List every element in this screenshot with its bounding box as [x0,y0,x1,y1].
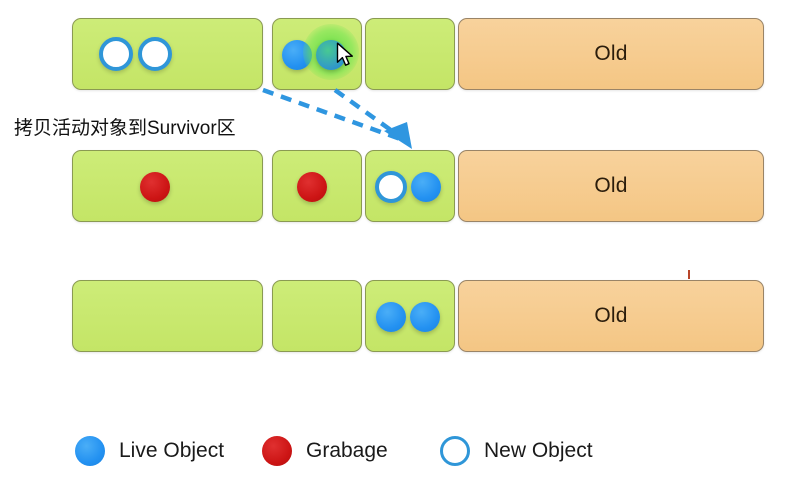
region-old-generation-row-after-copy: Old [458,150,764,222]
region-label-old: Old [594,42,628,65]
object-dot-live[interactable] [411,172,441,202]
copy-arrow-from-survivor [333,88,408,143]
tick-mark [688,270,690,279]
object-dot-new[interactable] [375,171,407,203]
caption-copy-live-objects-to-survivor: 拷贝活动对象到Survivor区 [14,118,236,139]
legend-garbage: Grabage [262,424,388,478]
object-dot-live[interactable] [410,302,440,332]
legend-swatch-live-icon [75,436,105,466]
object-dot-garbage[interactable] [140,172,170,202]
object-dot-garbage[interactable] [297,172,327,202]
object-dot-new[interactable] [138,37,172,71]
legend-new-object: New Object [440,424,593,478]
legend: Live Object Grabage New Object [0,424,798,478]
region-old-generation-row-after-sweep: Old [458,280,764,352]
legend-live-object: Live Object [75,424,224,478]
object-dot-new[interactable] [99,37,133,71]
object-dot-live[interactable] [316,40,346,70]
arrow-head-icon [384,122,412,149]
region-survivor-from-row-after-sweep [272,280,362,352]
region-eden-row-after-sweep [72,280,263,352]
object-dot-live[interactable] [376,302,406,332]
legend-label: Grabage [306,439,388,462]
legend-label: New Object [484,439,593,462]
legend-swatch-garbage-icon [262,436,292,466]
region-label-old: Old [594,174,628,197]
legend-swatch-newobj-icon [440,436,470,466]
region-old-generation-row-before: Old [458,18,764,90]
region-label-old: Old [594,304,628,327]
legend-label: Live Object [119,439,225,462]
copy-arrow-from-eden [262,87,407,144]
region-survivor-to-row-before [365,18,455,90]
object-dot-live[interactable] [282,40,312,70]
